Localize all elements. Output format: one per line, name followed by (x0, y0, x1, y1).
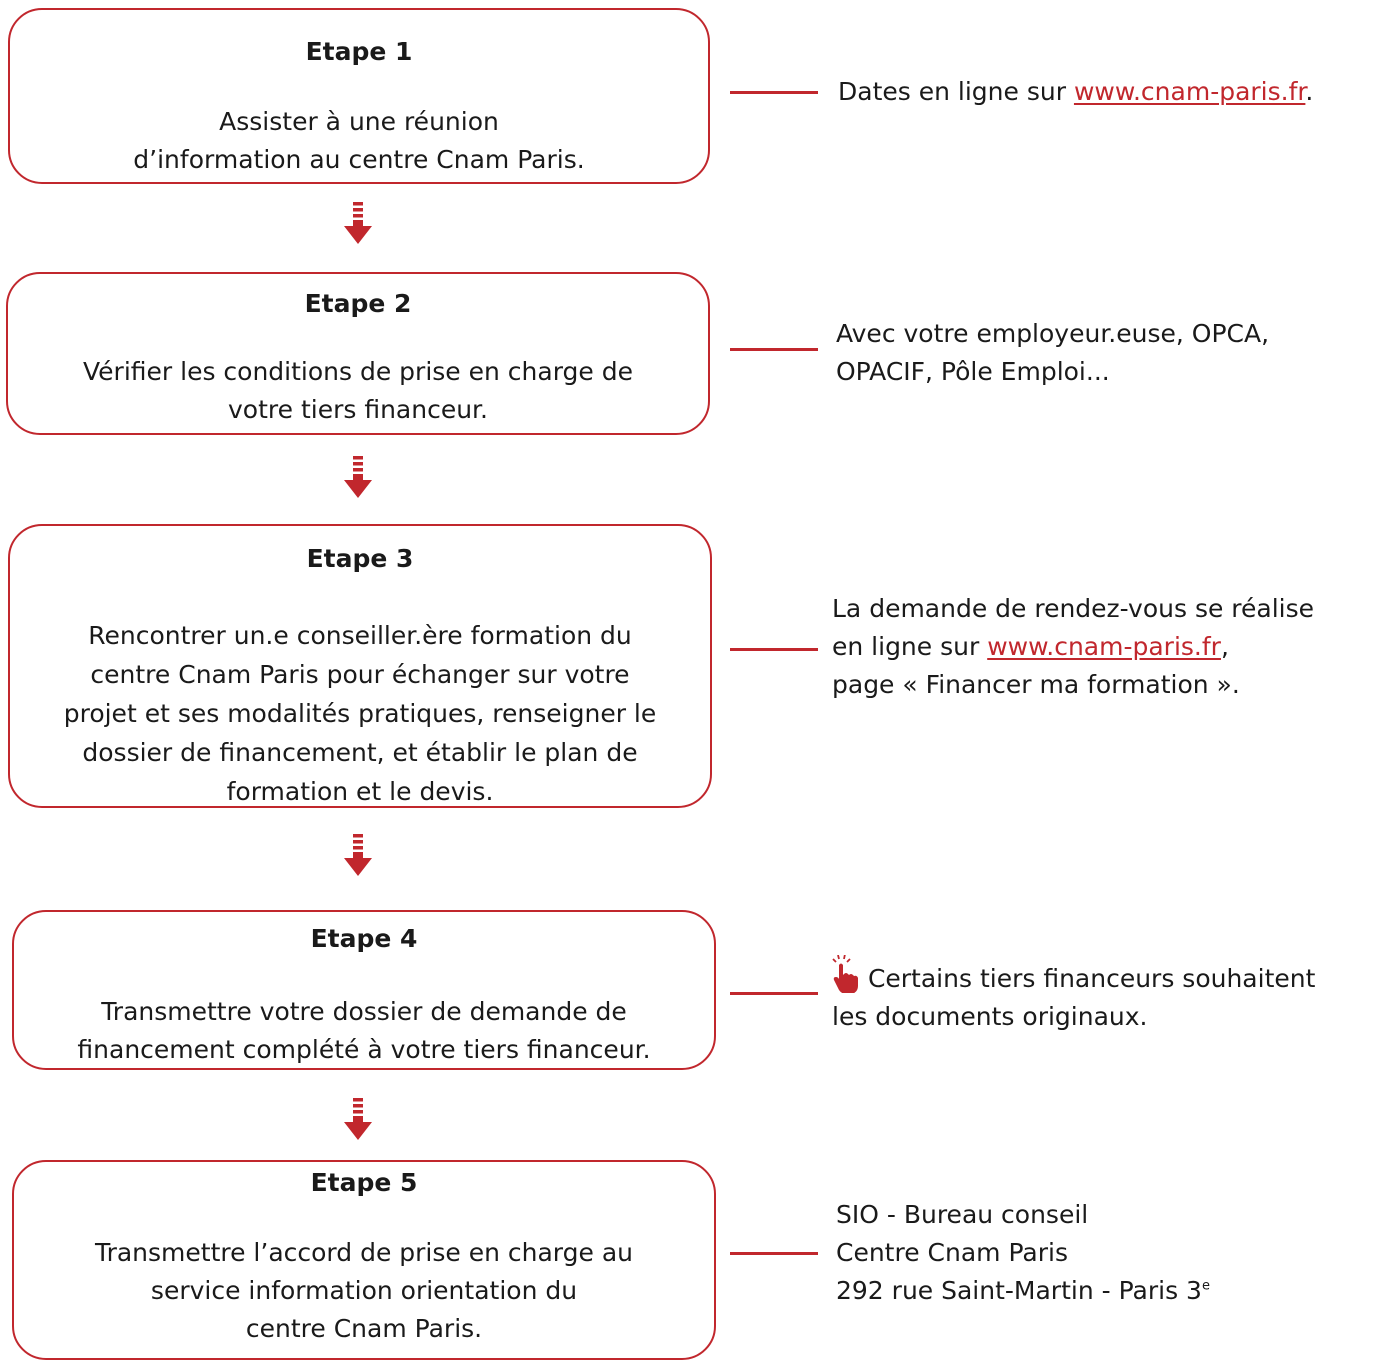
down-arrow-icon (343, 834, 373, 876)
note-5: SIO - Bureau conseil Centre Cnam Paris 2… (836, 1196, 1210, 1310)
step-5-box: Etape 5 Transmettre l’accord de prise en… (12, 1160, 716, 1360)
note-1-suffix: . (1305, 77, 1314, 106)
connector-3 (730, 648, 818, 651)
step-2-text: Vérifier les conditions de prise en char… (83, 357, 633, 424)
note-4-line-1-text: Certains tiers financeurs souhaitent (860, 964, 1316, 993)
note-3-line-3: page « Financer ma formation ». (832, 670, 1240, 699)
note-3-line-1: La demande de rendez-vous se réalise (832, 594, 1315, 623)
note-4-line-1: Certains tiers financeurs souhaitent (832, 955, 1315, 998)
step-4-box: Etape 4 Transmettre votre dossier de dem… (12, 910, 716, 1070)
step-2-box: Etape 2 Vérifier les conditions de prise… (6, 272, 710, 435)
cnam-paris-link[interactable]: www.cnam-paris.fr (987, 632, 1221, 661)
step-3-title: Etape 3 (306, 544, 414, 573)
step-2-title: Etape 2 (304, 289, 412, 318)
note-2-line-1: Avec votre employeur.euse, OPCA, (836, 319, 1270, 348)
note-4-line-2: les documents originaux. (832, 1002, 1148, 1031)
step-5-title: Etape 5 (310, 1168, 418, 1197)
step-1-box: Etape 1 Assister à une réunion d’informa… (8, 8, 710, 184)
connector-5 (730, 1252, 818, 1255)
note-5-line-3: 292 rue Saint-Martin - Paris 3e (836, 1272, 1210, 1310)
note-5-line-2: Centre Cnam Paris (836, 1238, 1068, 1267)
note-3-line-2-text: en ligne sur (832, 632, 988, 661)
connector-1 (730, 91, 818, 94)
cnam-paris-link[interactable]: www.cnam-paris.fr (1073, 77, 1306, 106)
step-1-text: Assister à une réunion d’information au … (133, 107, 585, 174)
down-arrow-icon (343, 1098, 373, 1140)
note-3-line-2: en ligne sur www.cnam-paris.fr, (832, 628, 1314, 666)
down-arrow-icon (343, 456, 373, 498)
note-2: Avec votre employeur.euse, OPCA, OPACIF,… (836, 315, 1269, 391)
connector-4 (730, 992, 818, 995)
note-5-address: 292 rue Saint-Martin - Paris 3 (836, 1276, 1202, 1305)
step-1-title: Etape 1 (305, 37, 413, 66)
note-3-line-2-suffix: , (1220, 632, 1229, 661)
step-4-title: Etape 4 (310, 924, 418, 953)
pointing-hand-icon (832, 955, 858, 993)
note-5-superscript: e (1201, 1278, 1210, 1294)
note-4: Certains tiers financeurs souhaitent les… (832, 955, 1315, 1036)
note-5-line-1: SIO - Bureau conseil (836, 1200, 1089, 1229)
step-3-box: Etape 3 Rencontrer un.e conseiller.ère f… (8, 524, 712, 808)
note-3: La demande de rendez-vous se réalise en … (832, 590, 1314, 704)
step-5-text: Transmettre l’accord de prise en charge … (94, 1238, 634, 1343)
note-1-text: Dates en ligne sur (838, 77, 1074, 106)
note-1: Dates en ligne sur www.cnam-paris.fr. (838, 73, 1313, 111)
down-arrow-icon (343, 202, 373, 244)
connector-2 (730, 348, 818, 351)
note-2-line-2: OPACIF, Pôle Emploi... (836, 357, 1110, 386)
step-3-text: Rencontrer un.e conseiller.ère formation… (63, 621, 657, 806)
step-4-text: Transmettre votre dossier de demande de … (77, 997, 651, 1064)
